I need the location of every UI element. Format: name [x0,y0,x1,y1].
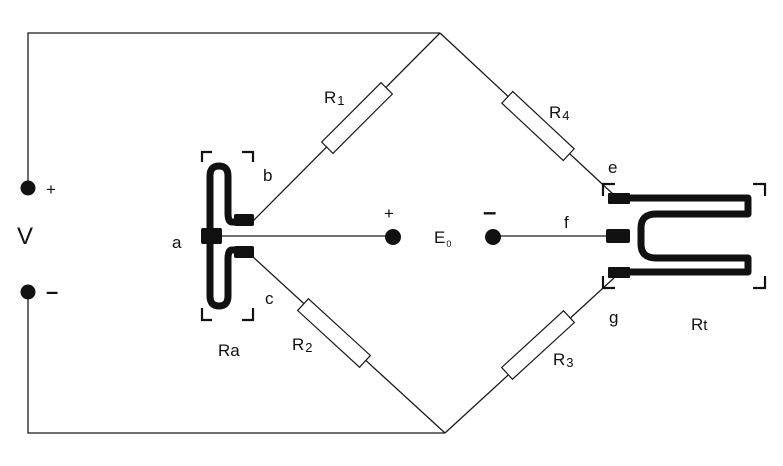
bottom-supply-wire [27,292,445,434]
output-voltage-sub: 0 [446,239,451,249]
resistor-r3 [500,309,576,381]
resistor-r4-label: R4 [549,103,570,123]
gauge-rt-label: Rt [691,315,708,334]
node-f-label: f [564,213,569,232]
resistor-r3-label: R3 [553,350,574,370]
output-minus-sign: – [483,199,496,226]
output-plus-sign: + [384,204,394,223]
gauge-ra-label: Ra [218,341,240,360]
supply-positive-terminal [20,180,36,196]
supply-voltage-label: V [17,223,33,250]
node-e-label: e [608,158,617,177]
supply-negative-terminal [20,284,36,300]
node-a-label: a [172,233,182,252]
output-voltage-label: E0 [434,228,451,249]
supply-plus-sign: + [46,180,56,199]
gauge-rt [601,182,767,290]
output-negative-terminal [485,229,501,245]
output-voltage-main: E [434,228,445,247]
output-positive-terminal [385,229,401,245]
node-g-label: g [609,308,618,327]
resistor-r1 [320,81,394,155]
node-b-label: b [263,166,272,185]
resistor-r1-label: R1 [324,88,345,108]
supply-minus-sign: – [46,279,58,304]
top-supply-wire [27,32,440,186]
gauge-ra [200,150,255,322]
resistor-r2-label: R2 [292,335,313,355]
resistor-r2 [296,297,372,369]
node-c-label: c [265,289,274,308]
resistor-r4 [500,90,576,162]
